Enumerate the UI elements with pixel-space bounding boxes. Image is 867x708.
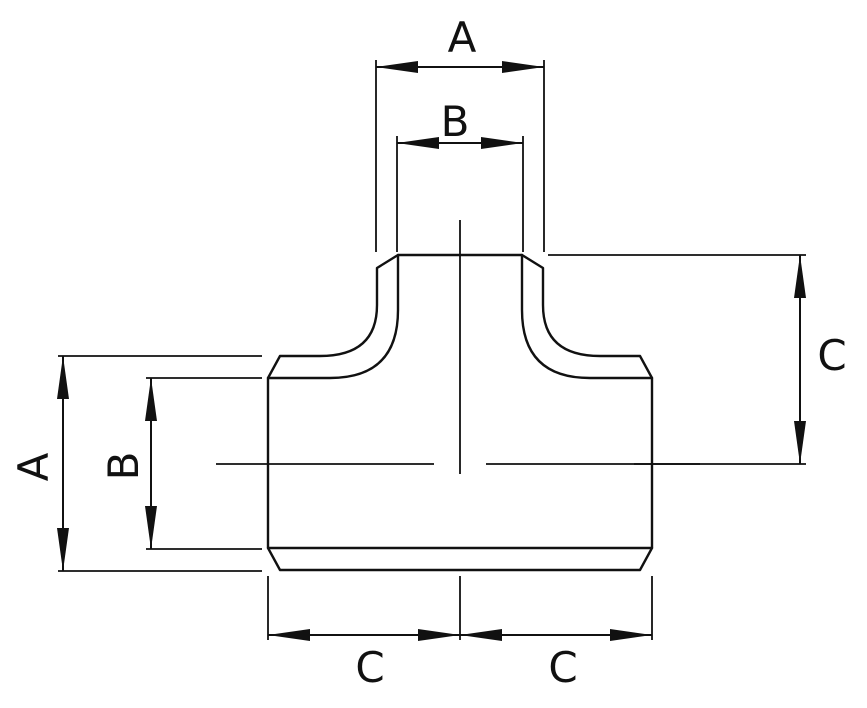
dimension-bottom-c-left: C [268, 629, 460, 692]
arrowhead-left-b-top [145, 378, 157, 421]
label-right-c: C [817, 331, 846, 380]
arrowhead-left-b-bottom [145, 506, 157, 549]
label-top-a: A [448, 13, 477, 62]
center-lines [216, 220, 700, 474]
arrowhead-top-b-right [481, 137, 523, 149]
tee-outer-outline [266, 253, 654, 572]
tee-body [266, 253, 654, 572]
branch-bore-right [520, 253, 654, 380]
arrowhead-bottom-c-left-end [418, 629, 460, 641]
label-top-b: B [441, 97, 470, 146]
label-left-a: A [9, 452, 58, 481]
arrowhead-top-a-right [502, 61, 544, 73]
branch-bore-left [266, 253, 400, 380]
arrowhead-right-c-top [794, 255, 806, 298]
dimension-left-a: A [9, 356, 69, 571]
arrowhead-bottom-c-right-end [610, 629, 652, 641]
arrowhead-bottom-c-left-start [268, 629, 310, 641]
label-left-b: B [99, 452, 148, 481]
dimension-bottom-c-right: C [460, 629, 652, 692]
extension-lines [58, 60, 806, 640]
arrowhead-top-b-left [397, 137, 439, 149]
arrowhead-left-a-bottom [57, 528, 69, 571]
dimension-top-b: B [397, 97, 523, 149]
dimension-left-b: B [99, 378, 157, 549]
arrowhead-bottom-c-right-start [460, 629, 502, 641]
dimension-right-c: C [794, 255, 847, 464]
label-bottom-c-left: C [355, 643, 384, 692]
arrowhead-left-a-top [57, 356, 69, 399]
dimension-top-a: A [376, 13, 544, 73]
label-bottom-c-right: C [548, 643, 577, 692]
arrowhead-right-c-bottom [794, 421, 806, 464]
arrowhead-top-a-left [376, 61, 418, 73]
